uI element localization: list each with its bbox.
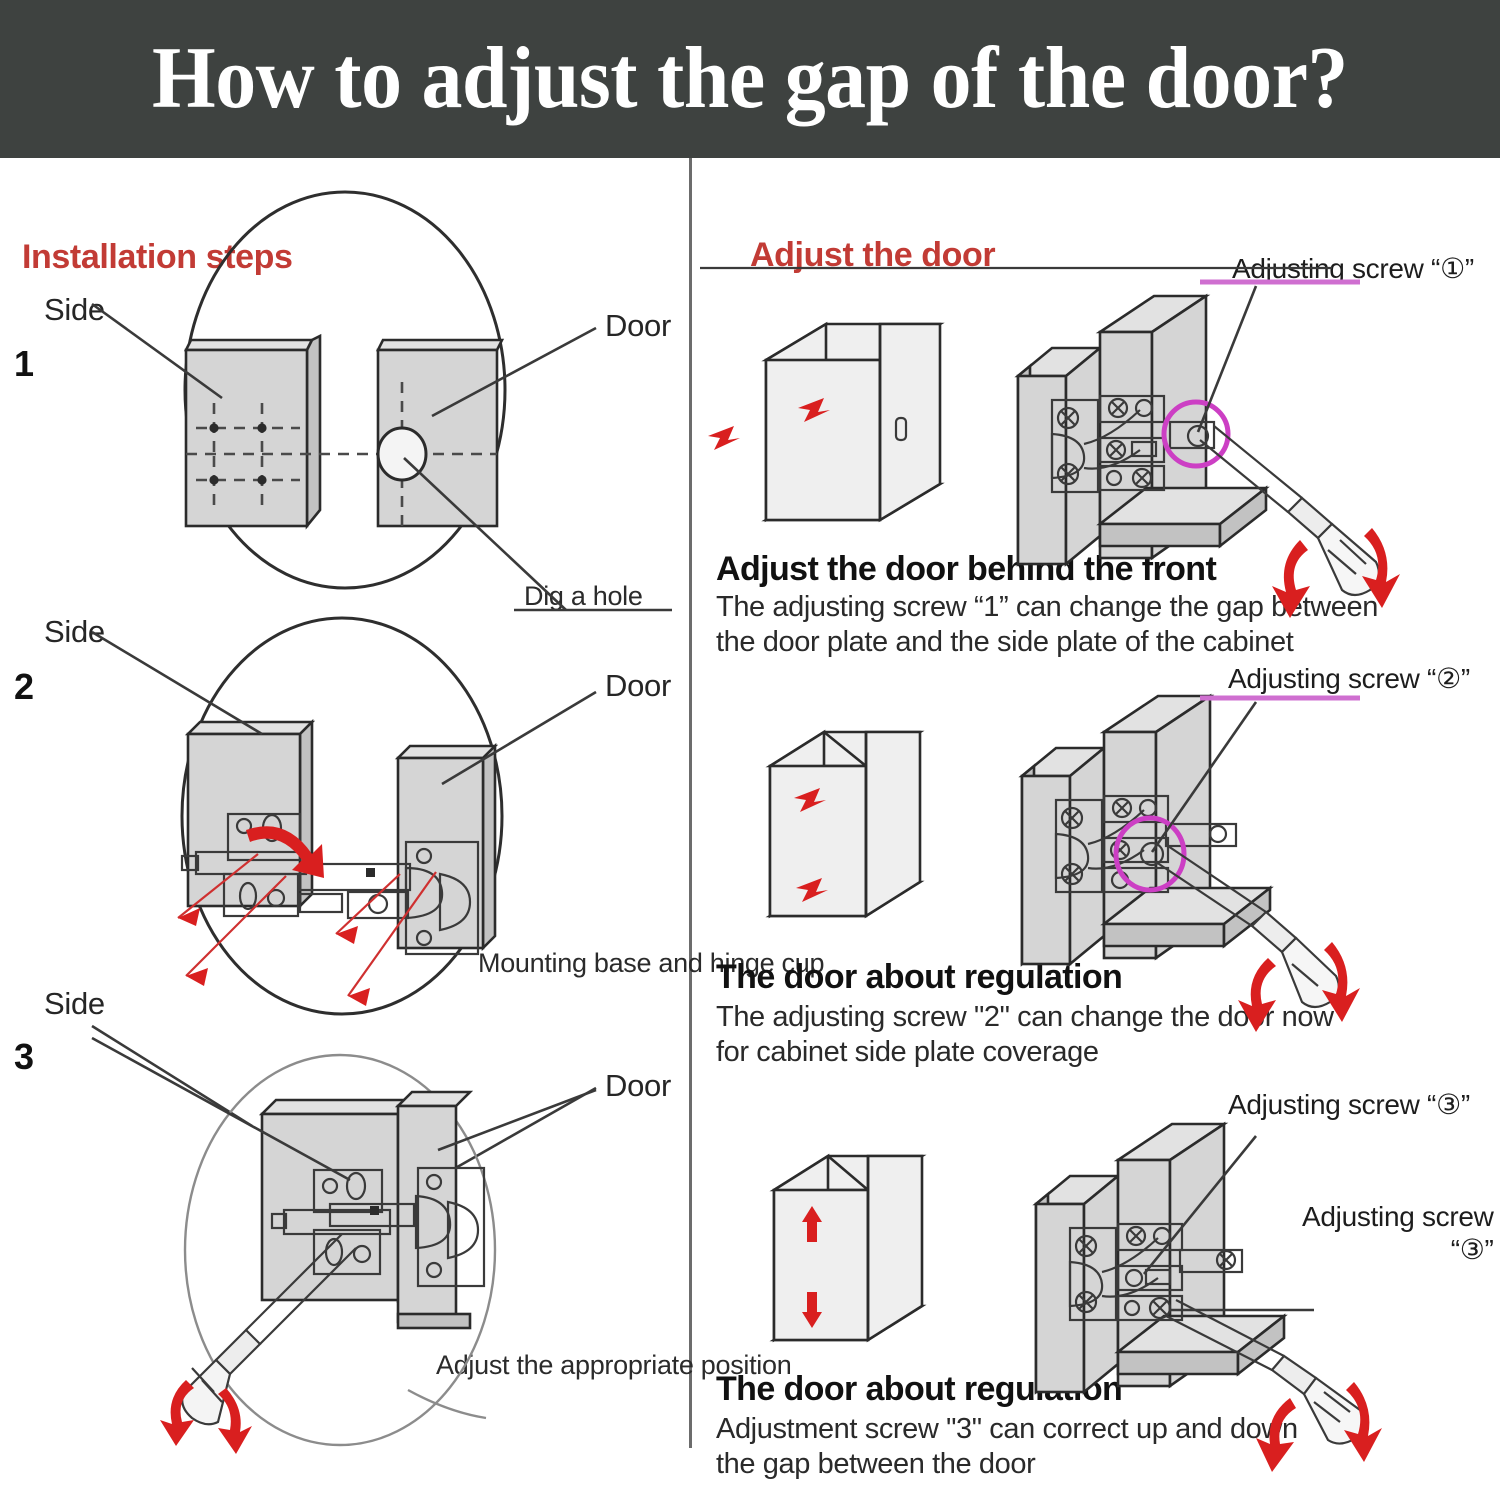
step-2-side-label: Side xyxy=(44,614,105,649)
step-1-illustration xyxy=(91,190,672,612)
step-3-door-label: Door xyxy=(605,1068,671,1103)
step-3-adjust-position-label: Adjust the appropriate position xyxy=(436,1350,792,1380)
step-3-number: 3 xyxy=(14,1036,35,1077)
content-frame: Installation steps Side 1 Door Dig a hol… xyxy=(0,158,1500,1500)
adjusting-screw-3-label-top: Adjusting screw “③” xyxy=(1228,1089,1470,1120)
step-3-illustration xyxy=(91,1036,597,1454)
section-2-body: The adjusting screw "2" can change the d… xyxy=(716,1001,1334,1069)
step-3-side-label: Side xyxy=(44,986,105,1021)
installation-steps-title: Installation steps xyxy=(22,238,293,276)
header-bar: How to adjust the gap of the door? xyxy=(0,0,1500,158)
step-2-illustration xyxy=(91,616,597,1180)
section-2-illustration xyxy=(765,693,1360,1032)
step-1-side-label: Side xyxy=(44,292,105,327)
section-1-body: The adjusting screw “1” can change the g… xyxy=(716,591,1378,659)
section-1-illustration xyxy=(700,266,1400,618)
step-1-door-label: Door xyxy=(605,308,671,343)
step-2-door-label: Door xyxy=(605,668,671,703)
adjusting-screw-3-label-right: Adjusting screw “③” xyxy=(1302,1201,1494,1266)
step-1-number: 1 xyxy=(14,343,35,384)
page-title: How to adjust the gap of the door? xyxy=(152,30,1348,127)
panel-divider xyxy=(689,158,692,1448)
step-1-dig-a-hole-label: Dig a hole xyxy=(524,581,643,611)
step-2-mounting-base-label: Mounting base and hinge cup xyxy=(478,948,825,978)
adjusting-screw-2-label: Adjusting screw “②” xyxy=(1228,663,1470,694)
step-2-leader-lines xyxy=(91,630,597,786)
section-3-illustration xyxy=(769,1121,1382,1472)
section-3-body: Adjustment screw "3" can correct up and … xyxy=(716,1413,1298,1481)
step-2-number: 2 xyxy=(14,666,35,707)
